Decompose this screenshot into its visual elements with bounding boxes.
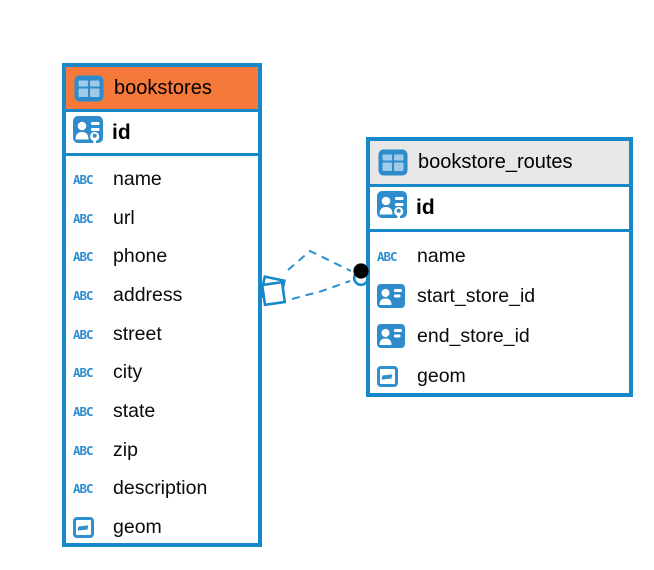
column-row[interactable]: ABC name — [377, 236, 629, 276]
table-title: bookstore_routes — [418, 151, 573, 173]
table-bookstores-header[interactable]: bookstores — [66, 67, 258, 112]
column-row[interactable]: ABC url — [73, 199, 258, 238]
column-label: phone — [113, 245, 168, 268]
column-row[interactable]: ABC address — [73, 276, 258, 315]
column-label: address — [113, 283, 183, 306]
table-bookstores-columns: ABC name ABC url ABC phone ABC address A… — [66, 156, 258, 547]
geometry-type-icon — [73, 517, 104, 539]
geometry-type-icon — [377, 366, 408, 388]
relation-connector[interactable] — [245, 242, 380, 324]
primary-key-icon — [377, 191, 408, 225]
table-icon — [378, 149, 409, 176]
column-label: name — [113, 167, 162, 190]
table-bookstore-routes-header[interactable]: bookstore_routes — [370, 141, 629, 187]
column-label: description — [113, 477, 208, 500]
text-type-icon: ABC — [73, 171, 94, 187]
column-label: id — [416, 196, 435, 219]
column-row[interactable]: end_store_id — [377, 316, 629, 356]
relation-line-upper[interactable] — [287, 249, 352, 272]
text-type-icon: ABC — [73, 249, 94, 265]
text-type-icon: ABC — [73, 481, 94, 497]
column-label: end_store_id — [417, 324, 530, 347]
column-row[interactable]: ABC street — [73, 315, 258, 354]
table-title: bookstores — [114, 76, 212, 99]
column-label: url — [113, 206, 135, 229]
column-row[interactable]: geom — [73, 508, 258, 547]
table-icon — [74, 75, 105, 102]
table-bookstore-routes[interactable]: bookstore_routes id ABC — [366, 137, 633, 397]
text-type-icon: ABC — [73, 287, 94, 303]
reference-type-icon — [377, 284, 408, 309]
column-row[interactable]: start_store_id — [377, 276, 629, 316]
column-label: state — [113, 399, 156, 422]
primary-key-icon — [73, 115, 104, 150]
column-row-id[interactable]: id — [66, 112, 258, 156]
column-row-id[interactable]: id — [370, 187, 629, 232]
column-row[interactable]: geom — [377, 357, 629, 397]
column-label: street — [113, 322, 162, 345]
column-row[interactable]: ABC phone — [73, 237, 258, 276]
column-label: name — [417, 244, 466, 267]
relation-endpoint-dot — [353, 263, 369, 279]
column-row[interactable]: ABC zip — [73, 431, 258, 470]
column-label: city — [113, 361, 143, 384]
text-type-icon: ABC — [73, 403, 94, 419]
reference-type-icon — [377, 324, 408, 349]
table-bookstores[interactable]: bookstores id ABC na — [62, 63, 262, 547]
column-label: zip — [113, 438, 138, 461]
text-type-icon: ABC — [377, 248, 398, 264]
column-row[interactable]: ABC name — [73, 160, 258, 199]
text-type-icon: ABC — [73, 442, 94, 458]
column-row[interactable]: ABC description — [73, 470, 258, 509]
column-label: start_store_id — [417, 284, 536, 307]
column-row[interactable]: ABC city — [73, 353, 258, 392]
text-type-icon: ABC — [73, 210, 94, 226]
text-type-icon: ABC — [73, 365, 94, 381]
column-label: id — [112, 120, 131, 144]
relation-line-lower[interactable] — [291, 280, 351, 300]
column-label: geom — [113, 516, 162, 539]
relation-endpoint-square-front — [260, 280, 287, 307]
table-bookstore-routes-columns: ABC name start_store_id — [370, 232, 629, 397]
column-row[interactable]: ABC state — [73, 392, 258, 431]
text-type-icon: ABC — [73, 326, 94, 342]
column-label: geom — [417, 365, 466, 388]
